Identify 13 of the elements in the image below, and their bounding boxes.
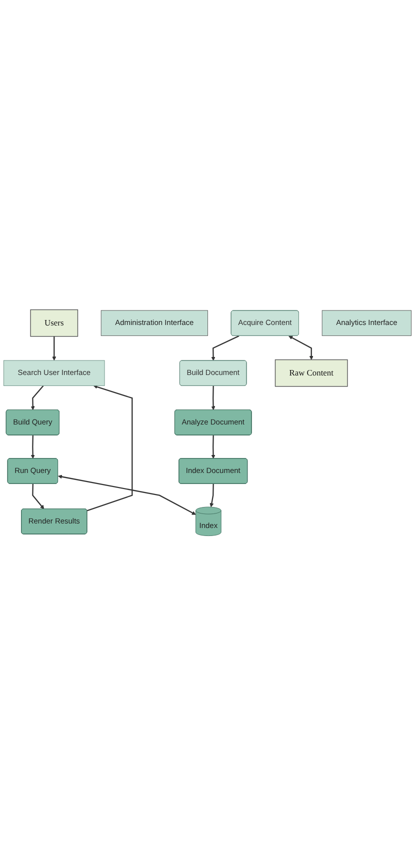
arrow: [32, 484, 44, 510]
arrow: [86, 385, 133, 512]
arrow: [58, 474, 196, 516]
node-box: Users: [30, 310, 78, 337]
arrow: [30, 435, 35, 460]
arrow: [211, 336, 240, 362]
arrow: [288, 336, 314, 360]
arrow: [30, 386, 44, 410]
arrow: [211, 386, 216, 410]
arrow: [52, 336, 56, 361]
node-box: Raw Content: [274, 360, 348, 387]
arrow: [211, 435, 216, 460]
arrow: [210, 484, 214, 508]
